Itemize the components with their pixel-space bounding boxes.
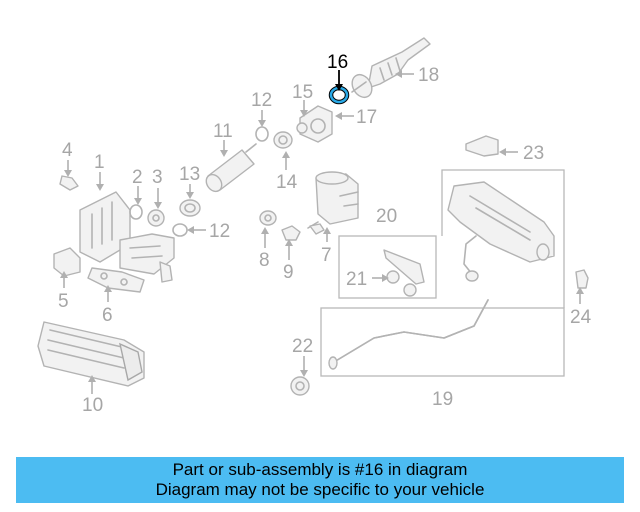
label-23: 23	[523, 143, 544, 164]
part-11-converter	[205, 143, 257, 193]
leader-arrows	[60, 70, 584, 394]
part-7-particulate-filter	[307, 171, 359, 229]
label-16: 16	[327, 52, 348, 73]
label-12-top: 12	[251, 90, 272, 111]
label-21: 21	[346, 269, 367, 290]
part-19-box-extension	[441, 169, 565, 308]
part-10-cooler	[37, 321, 145, 387]
label-1: 1	[94, 152, 105, 173]
label-7: 7	[321, 245, 332, 266]
muffler-assembly	[447, 181, 555, 282]
part-15-flange	[296, 105, 333, 143]
part-24-mount	[575, 269, 589, 289]
label-14: 14	[276, 172, 298, 193]
part-12-ring-top	[255, 126, 269, 142]
part-8-clamp	[259, 210, 277, 226]
info-banner: Part or sub-assembly is #16 in diagram D…	[16, 457, 624, 503]
label-5: 5	[58, 291, 69, 312]
part-2-gasket	[129, 204, 143, 220]
part-7-clamp	[309, 223, 325, 235]
label-19: 19	[432, 389, 453, 410]
label-8: 8	[259, 250, 270, 271]
label-3: 3	[152, 167, 163, 188]
part-9-clamp	[281, 225, 301, 241]
part-19-box	[320, 307, 565, 377]
part-22-clamp	[290, 376, 310, 396]
label-10: 10	[82, 395, 103, 416]
part-1-converter-assembly	[79, 191, 175, 283]
part-19-pipe	[328, 299, 489, 370]
banner-line-2: Diagram may not be specific to your vehi…	[155, 480, 485, 499]
part-20-hanger	[383, 249, 425, 285]
part-20-box	[338, 235, 437, 299]
part-18-front-pipe	[351, 37, 431, 99]
label-17: 17	[356, 107, 377, 128]
part-12-ring-lower	[172, 223, 188, 237]
part-14-clamp	[273, 131, 293, 149]
label-6: 6	[102, 305, 113, 326]
label-4: 4	[62, 140, 73, 161]
callout-labels: 16 18 15 17 12 11 14 13 12 4 1 2 3 5 6 1…	[58, 52, 592, 416]
label-2: 2	[132, 167, 143, 188]
part-4-bracket	[59, 175, 79, 191]
part-6-gasket-plate	[87, 267, 145, 293]
exhaust-parts-diagram: 16 18 15 17 12 11 14 13 12 4 1 2 3 5 6 1…	[37, 37, 592, 416]
label-22: 22	[292, 336, 313, 357]
label-24: 24	[570, 307, 592, 328]
label-15: 15	[292, 82, 313, 103]
part-23-bracket	[465, 135, 499, 157]
label-18: 18	[418, 65, 439, 86]
part-3-gasket	[147, 209, 165, 227]
part-5-bracket	[53, 247, 81, 277]
label-13: 13	[179, 164, 200, 185]
label-12-lower: 12	[209, 221, 230, 242]
part-13-clamp	[179, 199, 201, 217]
label-9: 9	[283, 262, 294, 283]
label-11: 11	[213, 121, 233, 142]
banner-line-1: Part or sub-assembly is #16 in diagram	[172, 460, 468, 479]
label-20: 20	[376, 206, 397, 227]
